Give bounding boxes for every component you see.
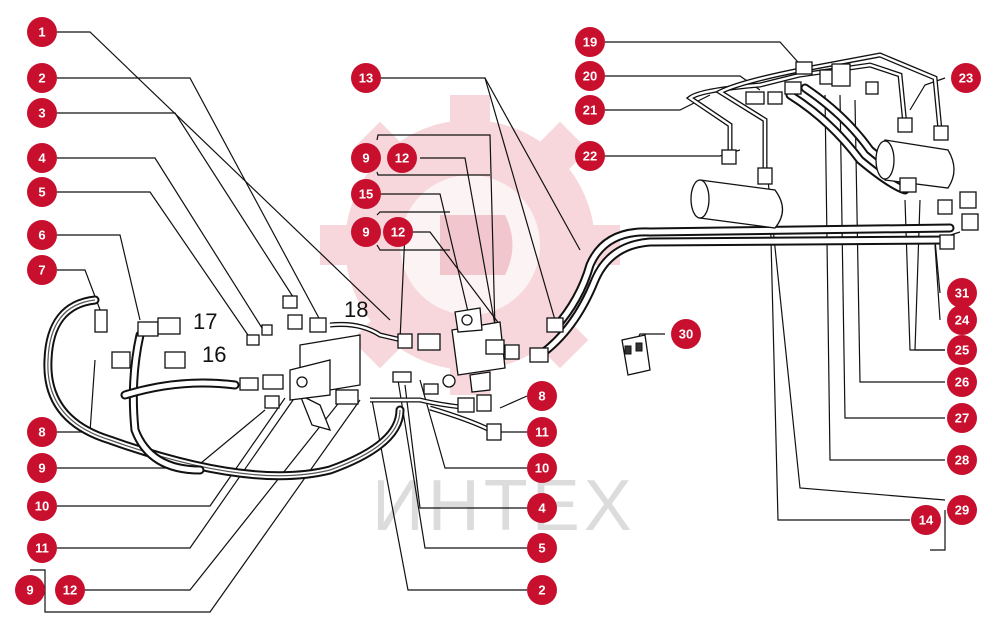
svg-text:31: 31	[955, 286, 969, 301]
callout-badge: 28	[947, 445, 977, 475]
callout-badge: 9	[15, 575, 45, 605]
callout-badge: 15	[351, 179, 381, 209]
svg-text:12: 12	[391, 225, 405, 240]
callout-badge: 22	[575, 141, 605, 171]
plain-part-labels: 17 16 18	[193, 297, 368, 367]
svg-text:30: 30	[679, 327, 693, 342]
callout-badge: 24	[947, 305, 977, 335]
svg-text:7: 7	[38, 263, 45, 278]
callout-badge: 10	[527, 453, 557, 483]
svg-text:2: 2	[538, 583, 545, 598]
svg-text:5: 5	[538, 541, 545, 556]
callout-badge: 2	[527, 575, 557, 605]
callout-badge: 10	[27, 491, 57, 521]
svg-text:15: 15	[359, 187, 373, 202]
svg-text:28: 28	[955, 453, 969, 468]
callout-badge: 2	[27, 63, 57, 93]
svg-text:19: 19	[583, 35, 597, 50]
callout-badge: 4	[527, 493, 557, 523]
hydraulic-components	[94, 61, 979, 441]
svg-text:9: 9	[38, 461, 45, 476]
callout-badge: 6	[27, 220, 57, 250]
svg-text:8: 8	[538, 389, 545, 404]
svg-text:3: 3	[38, 106, 45, 121]
callout-badge: 5	[527, 533, 557, 563]
svg-text:1: 1	[38, 25, 45, 40]
plain-label: 18	[344, 297, 368, 322]
callout-badge: 14	[911, 505, 941, 535]
svg-text:20: 20	[583, 69, 597, 84]
svg-text:5: 5	[38, 185, 45, 200]
callout-badge: 8	[27, 417, 57, 447]
svg-text:24: 24	[955, 313, 970, 328]
svg-text:10: 10	[35, 499, 49, 514]
svg-text:21: 21	[583, 103, 597, 118]
callout-badge: 9	[27, 453, 57, 483]
callout-badge: 20	[575, 61, 605, 91]
svg-text:9: 9	[26, 583, 33, 598]
callout-badge: 13	[351, 63, 381, 93]
leader-lines	[30, 31, 961, 613]
svg-text:6: 6	[38, 228, 45, 243]
svg-text:4: 4	[38, 151, 46, 166]
callout-badge: 12	[55, 575, 85, 605]
svg-text:26: 26	[955, 375, 969, 390]
svg-text:23: 23	[959, 71, 973, 86]
callout-badge: 21	[575, 95, 605, 125]
callout-badge: 19	[575, 27, 605, 57]
svg-text:25: 25	[955, 343, 969, 358]
callout-badge: 5	[27, 177, 57, 207]
svg-text:27: 27	[955, 411, 969, 426]
svg-text:12: 12	[63, 583, 77, 598]
plain-label: 16	[202, 342, 226, 367]
callout-badge: 11	[27, 533, 57, 563]
svg-text:14: 14	[919, 513, 934, 528]
callout-badge: 31	[947, 278, 977, 308]
svg-text:4: 4	[538, 501, 546, 516]
callout-badge: 9	[351, 143, 381, 173]
plain-label: 17	[193, 309, 217, 334]
svg-text:12: 12	[395, 151, 409, 166]
callout-badge: 12	[387, 143, 417, 173]
callout-badge: 8	[527, 381, 557, 411]
callout-badge: 29	[947, 495, 977, 525]
svg-text:10: 10	[535, 461, 549, 476]
svg-text:13: 13	[359, 71, 373, 86]
callout-badge: 25	[947, 335, 977, 365]
callout-badge: 7	[27, 255, 57, 285]
callout-badge: 3	[27, 98, 57, 128]
callout-badge: 9	[351, 217, 381, 247]
callout-badge: 26	[947, 367, 977, 397]
svg-text:9: 9	[362, 151, 369, 166]
svg-text:11: 11	[35, 541, 49, 556]
callout-badge: 23	[951, 63, 981, 93]
callout-badge: 27	[947, 403, 977, 433]
svg-text:29: 29	[955, 503, 969, 518]
svg-text:11: 11	[535, 425, 549, 440]
watermark-text: ИНТЕХ	[372, 466, 636, 546]
callout-badge: 30	[671, 319, 701, 349]
svg-text:9: 9	[362, 225, 369, 240]
callout-badge: 12	[383, 217, 413, 247]
callout-badges: 1 2 3 4 5 6 7 8 9 10 11 9 12 13 9 12 15 …	[15, 17, 981, 605]
callout-badge: 11	[527, 417, 557, 447]
svg-text:2: 2	[38, 71, 45, 86]
callout-badge: 4	[27, 143, 57, 173]
svg-text:22: 22	[583, 149, 597, 164]
callout-badge: 1	[27, 17, 57, 47]
svg-text:8: 8	[38, 425, 45, 440]
